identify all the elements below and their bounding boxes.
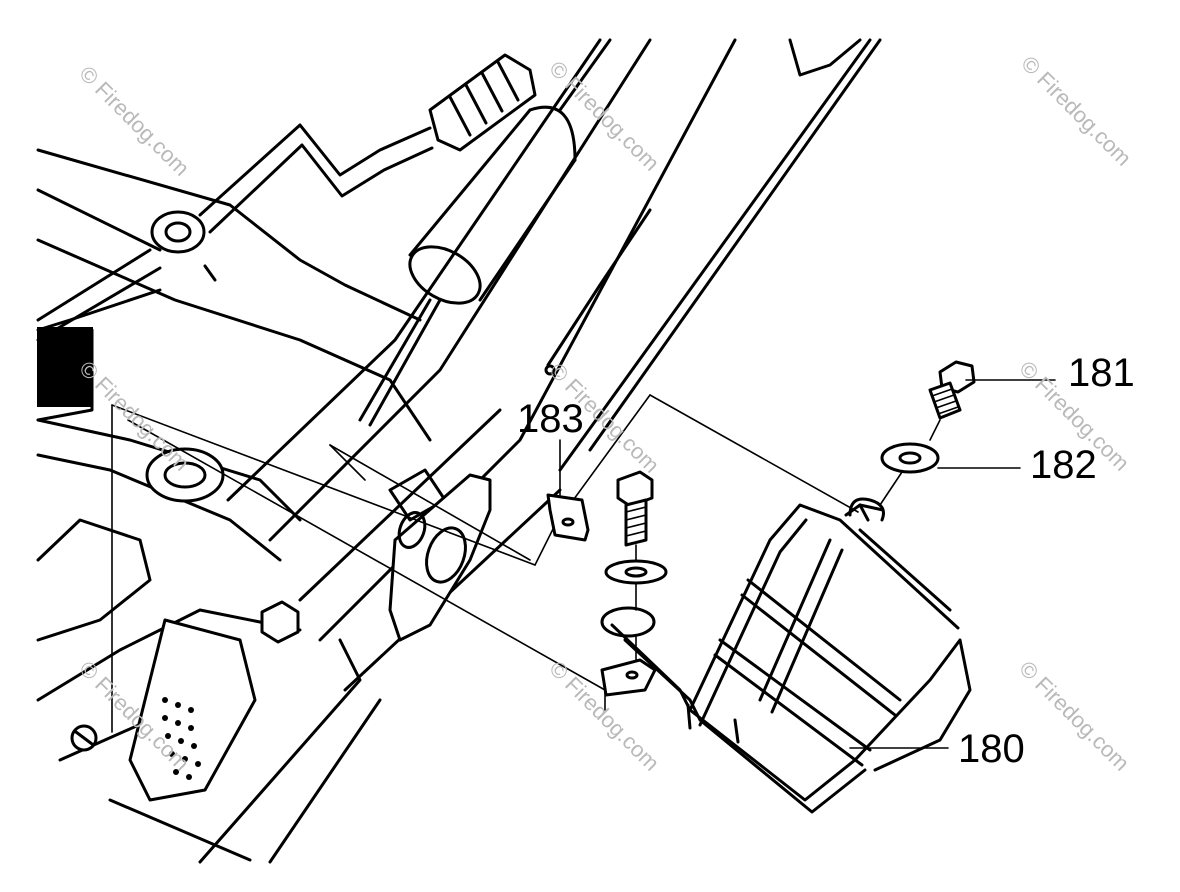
callout-180: 180 [958,727,1025,771]
watermark: © Firedog.com [1014,656,1134,776]
watermark: © Firedog.com [74,356,194,476]
exploded-view-lines [111,394,859,733]
washer-182 [880,442,940,474]
right-hardware [879,360,976,506]
watermark: © Firedog.com [544,56,664,176]
mower-body [36,148,432,864]
decal-panel [37,327,93,407]
watermark: © Firedog.com [1016,51,1136,171]
leader-lines [849,379,1056,749]
roller-tube [358,105,577,427]
hex-bolt [260,600,300,644]
mount-bracket [388,473,492,642]
clip-ring [600,606,656,638]
rod-grip [428,53,537,152]
callout-183: 183 [517,397,584,441]
rod-collar [150,210,206,254]
bag-frame-180 [610,497,972,814]
watermark: © Firedog.com [74,61,194,181]
middle-hardware [600,470,668,697]
vent-holes [162,697,201,780]
callout-182: 182 [1030,443,1097,487]
washer [604,559,668,585]
handle-frame [226,38,882,692]
callout-181: 181 [1068,351,1135,395]
clip-nut-183 [546,439,590,542]
pulley [145,447,225,503]
control-rod [36,53,537,342]
